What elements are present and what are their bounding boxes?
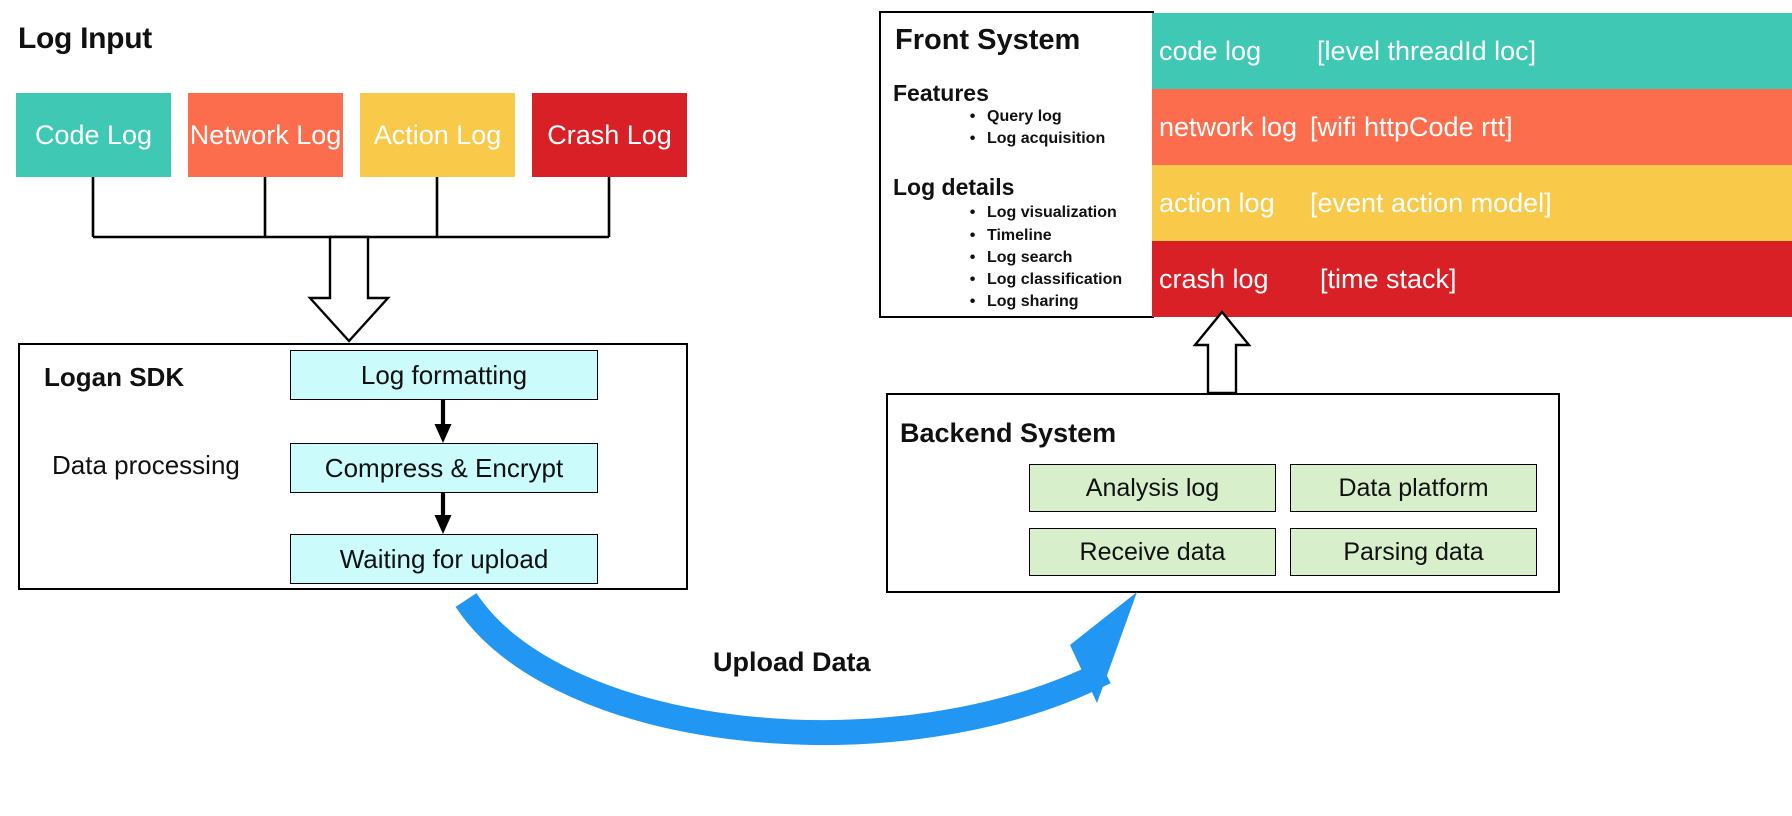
front-detail-label: Log visualization [987,204,1117,221]
bullet-icon: • [969,204,976,221]
bullet-icon: • [969,108,976,125]
front-log-row-tag: [event action model] [1310,187,1552,218]
front-detail-label: Log sharing [987,293,1079,310]
bullet-icon: • [969,271,976,288]
front-system-panel [879,11,1154,318]
front-log-row-tag: [wifi httpCode rtt] [1310,111,1513,142]
bullet-icon: • [969,293,976,310]
backend-box-label: Receive data [1079,537,1226,566]
front-log-row-code-log[interactable]: code log [level threadId loc] [1152,13,1792,89]
log-chip-label: Action Log [373,119,502,150]
bullet-icon: • [969,130,976,147]
front-log-row-tag: [time stack] [1320,263,1457,294]
log-chip-code-log[interactable]: Code Log [16,93,171,177]
log-chip-label: Network Log [189,119,342,150]
front-feature-label: Log acquisition [987,130,1106,147]
backend-box-label: Analysis log [1085,473,1220,502]
backend-box-label: Data platform [1338,473,1489,502]
log-chip-label: Crash Log [547,119,672,150]
upload-data-label: Upload Data [713,647,871,677]
front-section-heading-features: Features [893,80,989,106]
backend-system-title: Backend System [900,418,1117,448]
arrow-backend-to-front [1192,310,1252,395]
front-log-row-name: network log [1159,111,1298,142]
front-log-row-name: code log [1159,35,1262,66]
front-log-row-name: crash log [1159,263,1269,294]
sdk-step-label: Compress & Encrypt [324,452,564,483]
sdk-step-label: Log formatting [360,359,528,390]
front-log-row-crash-log[interactable]: crash log [time stack] [1152,241,1792,317]
data-processing-label: Data processing [52,450,240,480]
arrow-input-to-sdk [307,235,391,343]
front-log-row-tag: [level threadId loc] [1317,35,1537,66]
bullet-icon: • [969,249,976,266]
front-feature-label: Query log [987,108,1062,125]
front-detail-item[interactable]: • Log visualization [968,204,1117,222]
log-chip-action-log[interactable]: Action Log [360,93,515,177]
logan-sdk-title: Logan SDK [44,362,185,392]
front-detail-item[interactable]: • Log classification [968,271,1122,289]
log-chip-label: Code Log [34,119,153,150]
front-detail-label: Timeline [987,227,1052,244]
front-feature-item[interactable]: • Query log [968,108,1062,126]
backend-box-data-platform[interactable]: Data platform [1290,464,1537,512]
front-detail-item[interactable]: • Timeline [968,227,1052,245]
backend-box-label: Parsing data [1343,537,1484,566]
front-detail-label: Log classification [987,271,1123,288]
front-detail-item[interactable]: • Log search [968,249,1073,267]
log-chip-network-log[interactable]: Network Log [188,93,343,177]
backend-box-receive-data[interactable]: Receive data [1029,528,1276,576]
front-log-row-name: action log [1159,187,1275,218]
front-feature-item[interactable]: • Log acquisition [968,130,1106,148]
bullet-icon: • [969,227,976,244]
front-system-title: Front System [895,24,1081,56]
front-detail-item[interactable]: • Log sharing [968,293,1079,311]
log-input-title: Log Input [18,22,152,55]
front-detail-label: Log search [987,249,1073,266]
front-log-row-network-log[interactable]: network log [wifi httpCode rtt] [1152,89,1792,165]
backend-box-parsing-data[interactable]: Parsing data [1290,528,1537,576]
sdk-step-log-formatting[interactable]: Log formatting [290,350,598,400]
front-section-heading-log-details: Log details [893,174,1015,200]
sdk-step-compress-encrypt[interactable]: Compress & Encrypt [290,443,598,493]
log-chip-crash-log[interactable]: Crash Log [532,93,687,177]
sdk-step-waiting-for-upload[interactable]: Waiting for upload [290,534,598,584]
front-log-row-action-log[interactable]: action log [event action model] [1152,165,1792,241]
backend-box-analysis-log[interactable]: Analysis log [1029,464,1276,512]
sdk-step-label: Waiting for upload [339,543,549,574]
